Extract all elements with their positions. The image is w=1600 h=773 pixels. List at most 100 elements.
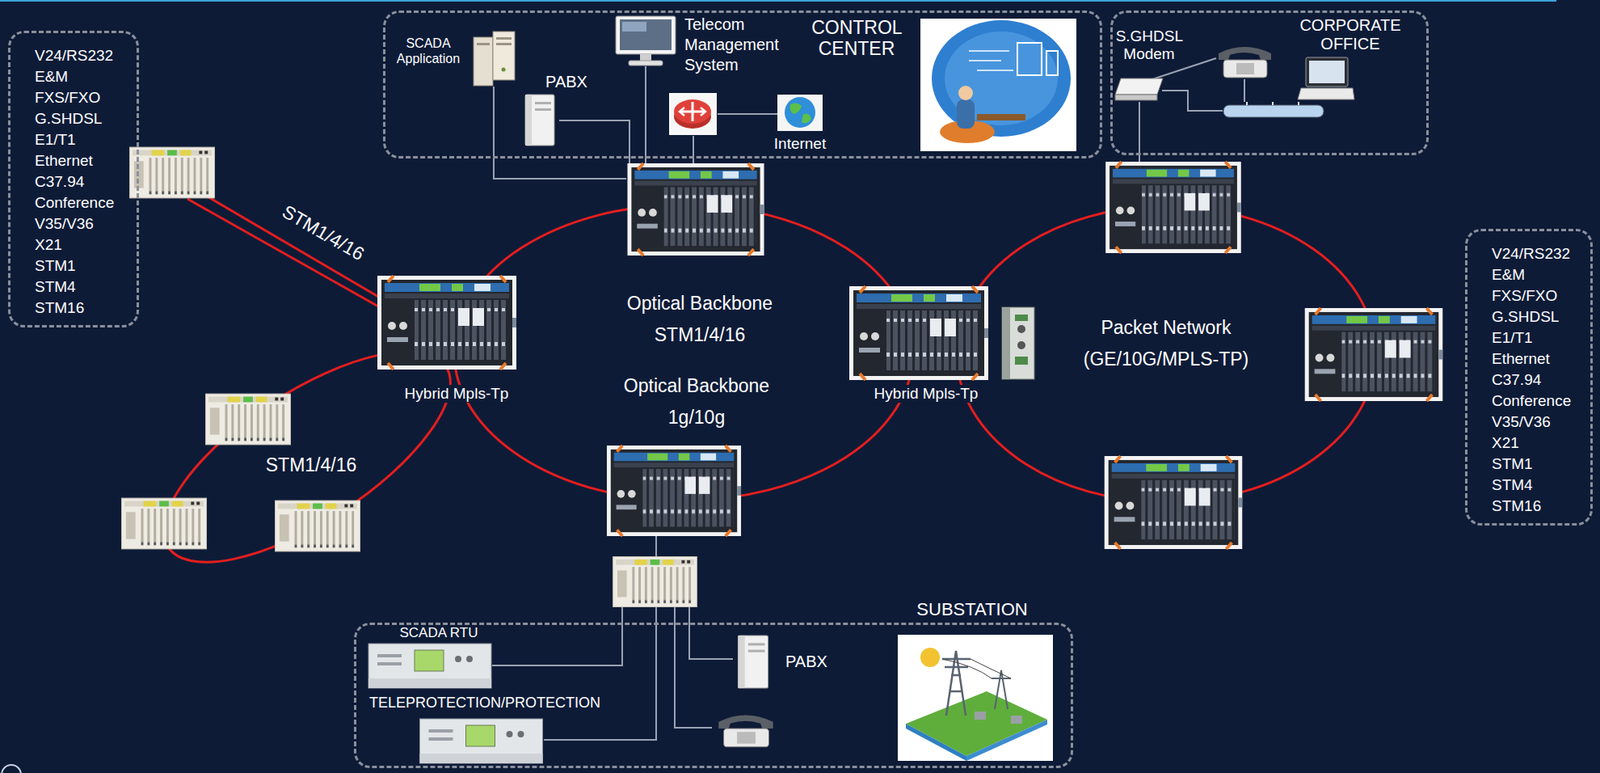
interface-item: E1/T1: [34, 129, 76, 151]
interface-item: C37.94: [34, 171, 85, 193]
wires: [689, 606, 733, 659]
wires: [493, 86, 627, 179]
site-icons: [525, 94, 555, 146]
icon-label: S.GHDSL Modem: [1115, 27, 1184, 64]
interface-item: C37.94: [1491, 369, 1542, 391]
title-rule: [0, 0, 1557, 2]
wires: [1243, 79, 1246, 102]
wires: [674, 606, 712, 728]
interface-item: G.SHDSL: [34, 108, 102, 130]
ring-label: Optical Backbone: [623, 374, 770, 396]
ring-label: (GE/10G/MPLS-TP): [1083, 348, 1249, 370]
interface-item: STM4: [1491, 474, 1533, 496]
interface-list: V24/RS232E&MFXS/FXOG.SHDSLE1/T1EthernetC…: [8, 30, 139, 328]
site-icons: [1, 764, 22, 773]
site-icons: [473, 31, 515, 86]
wires: [1138, 101, 1141, 162]
interface-item: E&M: [1491, 264, 1525, 286]
interface-item: V24/RS232: [1491, 243, 1571, 265]
ring-links: [200, 192, 380, 298]
interface-item: X21: [34, 234, 63, 256]
site-icons: [777, 94, 823, 131]
network-equipment: [606, 445, 742, 536]
network-equipment: [1002, 307, 1035, 379]
icon-label: PABX: [545, 72, 588, 92]
site-icons: [669, 92, 717, 135]
link-label: STM1/4/16: [278, 200, 369, 265]
wires: [1162, 90, 1223, 111]
interface-item: STM1: [34, 255, 76, 277]
interface-item: E&M: [34, 66, 68, 88]
icon-label: Telecom Management System: [684, 14, 779, 76]
site-icons: [897, 634, 1053, 761]
network-equipment: [849, 286, 989, 380]
network-equipment: [1305, 307, 1444, 401]
interface-item: STM16: [34, 297, 85, 319]
interface-item: FXS/FXO: [1491, 285, 1558, 307]
network-equipment: [1105, 161, 1242, 253]
site-icons: [1, 16, 1355, 773]
icon-label: Internet: [774, 134, 826, 153]
interface-item: Ethernet: [1491, 348, 1550, 370]
interface-item: STM1: [1491, 453, 1533, 475]
interface-item: FXS/FXO: [34, 87, 101, 109]
icon-label: PABX: [785, 652, 828, 671]
group-title: SUBSTATION: [916, 598, 1028, 619]
network-equipment: [205, 393, 291, 445]
ring-label: 1g/10g: [668, 406, 725, 428]
network-equipment: [121, 147, 1443, 607]
wires: [644, 66, 647, 164]
site-icons: [615, 16, 676, 66]
network-equipment: [129, 147, 215, 198]
interface-item: STM16: [1491, 495, 1542, 517]
node-label: Hybrid Mpls-Tp: [871, 384, 982, 403]
site-icons: [1218, 46, 1272, 78]
network-equipment: [121, 497, 207, 549]
network-equipment: [274, 500, 360, 552]
interface-item: X21: [1491, 432, 1520, 454]
interface-item: V35/V36: [34, 213, 94, 235]
wires: [543, 606, 657, 740]
interface-item: V35/V36: [1491, 411, 1551, 433]
site-icons: [920, 18, 1077, 152]
network-equipment: [377, 275, 517, 370]
network-equipment: [1104, 455, 1243, 549]
interface-item: E1/T1: [1491, 327, 1533, 349]
interface-item: Conference: [1491, 390, 1571, 412]
site-icons: [1223, 101, 1324, 118]
site-icons: [1115, 78, 1163, 101]
title-rule: [0, 0, 1557, 2]
interface-item: G.SHDSL: [1491, 306, 1559, 328]
ring-links: [187, 198, 380, 308]
ring-label: Packet Network: [1100, 316, 1231, 338]
hybrid-node: Hybrid Mpls-Tp: [377, 275, 517, 407]
icon-label: SCADA Application: [396, 35, 460, 67]
wires: [492, 58, 1245, 740]
site-icons: [737, 635, 768, 688]
group-title: CONTROL CENTER: [811, 16, 902, 60]
ring-label: STM1/4/16: [265, 454, 358, 476]
wires: [492, 606, 623, 666]
ring-label: Optical Backbone: [627, 292, 773, 314]
network-equipment: [627, 163, 764, 256]
wires: [655, 535, 657, 556]
node-label: Hybrid Mpls-Tp: [401, 384, 513, 403]
site-icons: [718, 714, 773, 746]
group-title: CORPORATE OFFICE: [1299, 16, 1401, 54]
interface-item: STM4: [34, 276, 76, 298]
site-icons: [368, 643, 492, 688]
site-icons: [1297, 57, 1355, 100]
interface-item: V24/RS232: [34, 45, 114, 67]
hybrid-node: Hybrid Mpls-Tp: [849, 286, 989, 408]
ring-label: STM1/4/16: [654, 324, 746, 346]
wires: [692, 135, 695, 164]
interface-list: V24/RS232E&MFXS/FXOG.SHDSLE1/T1EthernetC…: [1465, 228, 1593, 526]
network-equipment: [613, 555, 698, 607]
wires: [717, 113, 778, 115]
interface-item: Ethernet: [34, 150, 93, 172]
interface-item: Conference: [34, 192, 114, 214]
icon-label: SCADA RTU: [400, 624, 479, 641]
site-icons: [420, 718, 544, 763]
